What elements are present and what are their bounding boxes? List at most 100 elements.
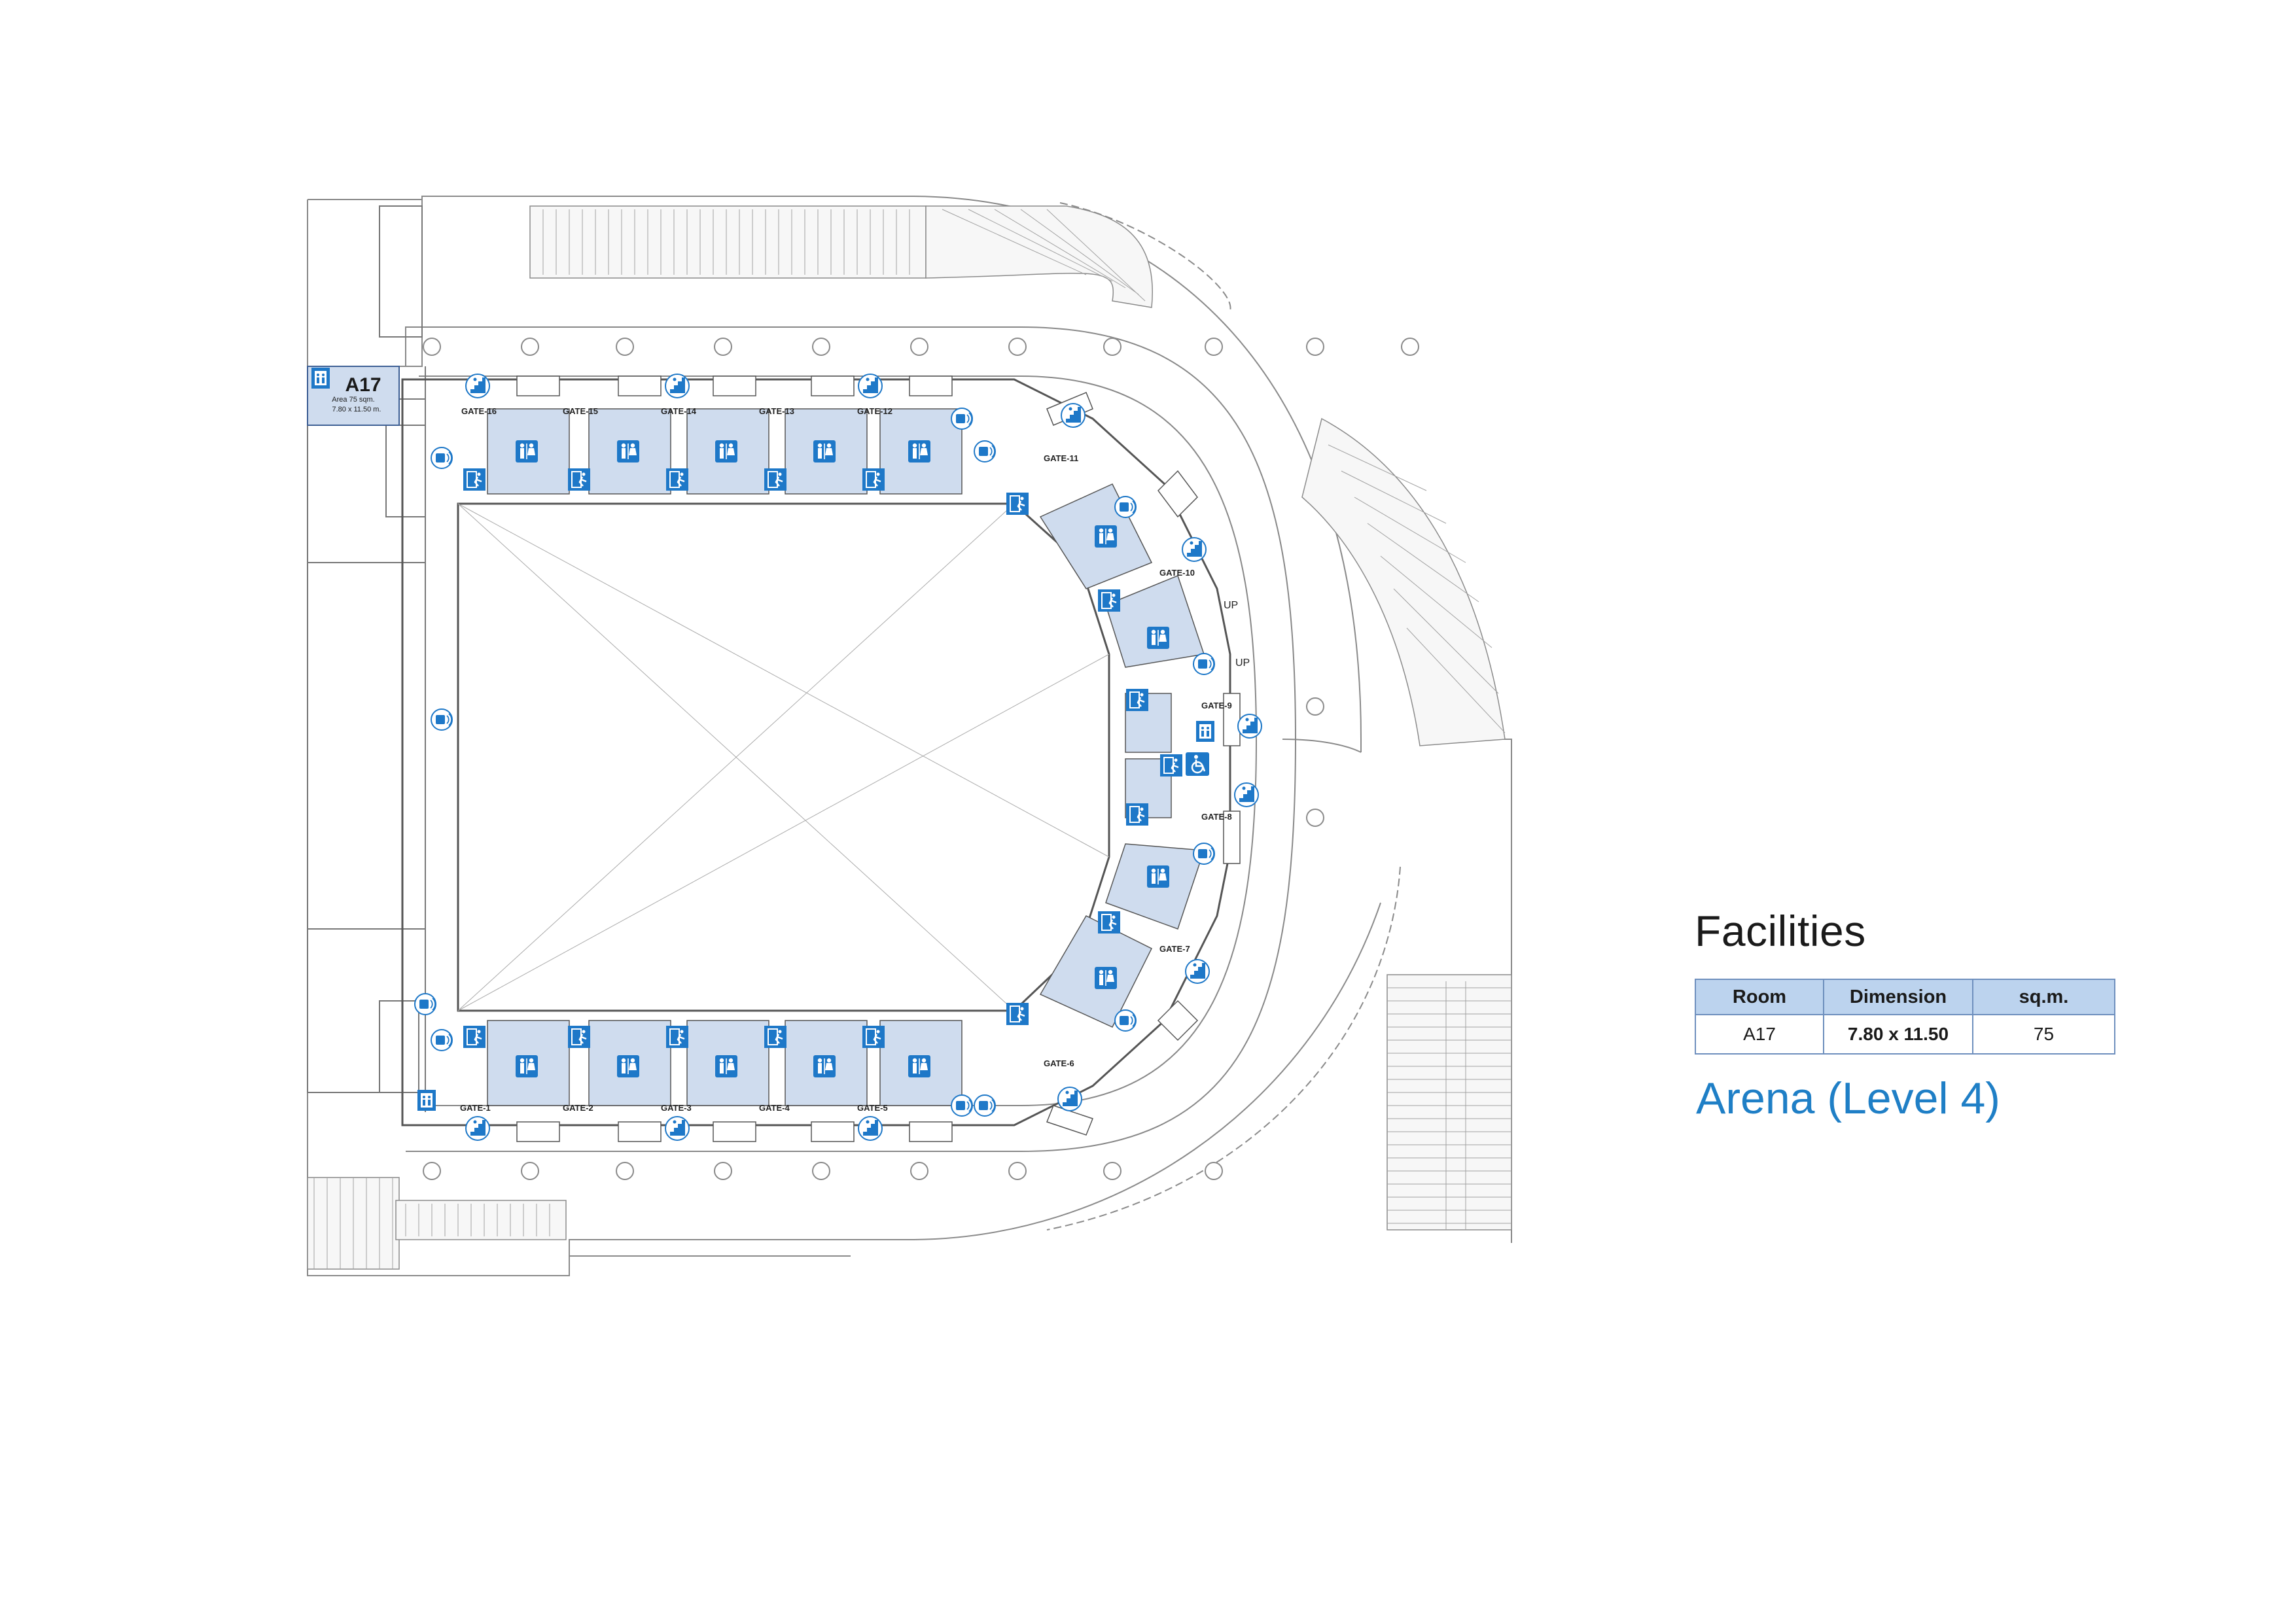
gate-6: GATE-6 xyxy=(1044,1058,1074,1068)
facilities-table: Room Dimension sq.m. A17 7.80 x 11.50 75 xyxy=(1695,979,2115,1055)
elevator-icon xyxy=(311,368,330,389)
emergency-exit-icon xyxy=(861,467,886,492)
gate-11: GATE-11 xyxy=(1044,453,1078,463)
restroom-icon xyxy=(1147,865,1169,888)
stairs-icon xyxy=(1234,782,1259,807)
emergency-exit-icon xyxy=(462,467,487,492)
wifi-icon xyxy=(414,993,436,1015)
table-header-row: Room Dimension sq.m. xyxy=(1695,979,2115,1015)
gate-1: GATE-1 xyxy=(460,1103,491,1113)
restroom-icon xyxy=(516,440,538,462)
arena-floor xyxy=(457,502,1110,1012)
up-label-2: UP xyxy=(1235,657,1250,669)
col-sqm: sq.m. xyxy=(1972,979,2115,1015)
gate-7: GATE-7 xyxy=(1159,944,1190,954)
stairs-icon xyxy=(465,374,490,398)
wifi-icon xyxy=(1193,653,1215,675)
elevator-icon xyxy=(1196,721,1214,742)
wifi-icon xyxy=(1114,496,1137,518)
col-room: Room xyxy=(1695,979,1824,1015)
outer-concourse xyxy=(405,326,1297,1152)
gate-5: GATE-5 xyxy=(857,1103,888,1113)
room-a17-name: A17 xyxy=(345,374,381,396)
wifi-icon xyxy=(431,708,453,731)
stairs-icon xyxy=(1057,1087,1082,1111)
col-dimension: Dimension xyxy=(1823,979,1973,1015)
gate-10: GATE-10 xyxy=(1159,568,1195,578)
emergency-exit-icon xyxy=(1005,491,1030,516)
gate-labels: GATE-16 GATE-15 GATE-14 GATE-13 GATE-12 … xyxy=(460,406,1232,1113)
emergency-exit-icon xyxy=(861,1024,886,1049)
emergency-exit-icon xyxy=(763,467,788,492)
gate-15: GATE-15 xyxy=(563,406,598,416)
restroom-icon xyxy=(813,440,836,462)
table-row: A17 7.80 x 11.50 75 xyxy=(1695,1014,2115,1055)
emergency-exit-icon xyxy=(1097,910,1122,935)
wheelchair-icon xyxy=(1184,751,1210,777)
stairs-icon xyxy=(858,1116,883,1141)
emergency-exit-icon xyxy=(1005,1002,1030,1026)
gate-3: GATE-3 xyxy=(661,1103,692,1113)
wifi-icon xyxy=(431,447,453,469)
wifi-icon xyxy=(951,1094,973,1117)
gate-13: GATE-13 xyxy=(759,406,794,416)
gate-4: GATE-4 xyxy=(759,1103,790,1113)
emergency-exit-icon xyxy=(1097,588,1122,613)
stairs-icon xyxy=(1061,403,1086,428)
elevator-icon xyxy=(417,1090,436,1111)
gate-16: GATE-16 xyxy=(461,406,497,416)
emergency-exit-icon xyxy=(763,1024,788,1049)
emergency-exit-icon xyxy=(1159,753,1184,778)
restroom-icon xyxy=(516,1055,538,1077)
wifi-icon xyxy=(974,440,996,462)
stairs-icon xyxy=(1185,959,1210,984)
emergency-exit-icon xyxy=(567,467,592,492)
cell-dimension: 7.80 x 11.50 xyxy=(1823,1014,1973,1055)
stairs-icon xyxy=(1182,537,1207,562)
cell-sqm: 75 xyxy=(1972,1014,2115,1055)
gate-12: GATE-12 xyxy=(857,406,892,416)
stairs-icon xyxy=(1237,714,1262,739)
wifi-icon xyxy=(974,1094,996,1117)
wifi-icon xyxy=(431,1029,453,1051)
restroom-icon xyxy=(1147,627,1169,649)
wifi-icon xyxy=(951,408,973,430)
cell-room: A17 xyxy=(1695,1014,1824,1055)
gate-9: GATE-9 xyxy=(1201,701,1232,710)
wifi-icon xyxy=(1114,1009,1137,1032)
restroom-icon xyxy=(813,1055,836,1077)
restroom-icon xyxy=(908,440,930,462)
emergency-exit-icon xyxy=(665,467,690,492)
facilities-title: Facilities xyxy=(1695,907,1866,955)
restroom-icon xyxy=(715,440,737,462)
stairs-icon xyxy=(465,1116,490,1141)
emergency-exit-icon xyxy=(1125,802,1150,827)
emergency-exit-icon xyxy=(1125,688,1150,712)
emergency-exit-icon xyxy=(665,1024,690,1049)
room-a17-dimension: 7.80 x 11.50 m. xyxy=(332,406,381,413)
stairs-icon xyxy=(858,374,883,398)
stairs-icon xyxy=(665,1116,690,1141)
restroom-icon xyxy=(908,1055,930,1077)
level-title: Arena (Level 4) xyxy=(1696,1073,2000,1123)
restroom-icon xyxy=(1095,525,1117,548)
stair-flights xyxy=(516,375,1241,1142)
left-service-block xyxy=(307,205,426,1112)
gate-8: GATE-8 xyxy=(1201,812,1232,822)
gate-2: GATE-2 xyxy=(563,1103,593,1113)
room-a17-area: Area 75 sqm. xyxy=(332,396,374,404)
emergency-exit-icon xyxy=(462,1024,487,1049)
bleacher-lines xyxy=(313,209,1511,1269)
room-a17[interactable]: A17 Area 75 sqm. 7.80 x 11.50 m. xyxy=(307,366,400,426)
restroom-icon xyxy=(1095,967,1117,989)
restroom-icon xyxy=(617,1055,639,1077)
restroom-icon xyxy=(617,440,639,462)
emergency-exit-icon xyxy=(567,1024,592,1049)
restroom-icon xyxy=(715,1055,737,1077)
stairs-icon xyxy=(665,374,690,398)
columns xyxy=(423,338,1419,1180)
wifi-icon xyxy=(1193,843,1215,865)
up-label-1: UP xyxy=(1224,600,1238,611)
exterior-bleachers xyxy=(307,205,1512,1270)
